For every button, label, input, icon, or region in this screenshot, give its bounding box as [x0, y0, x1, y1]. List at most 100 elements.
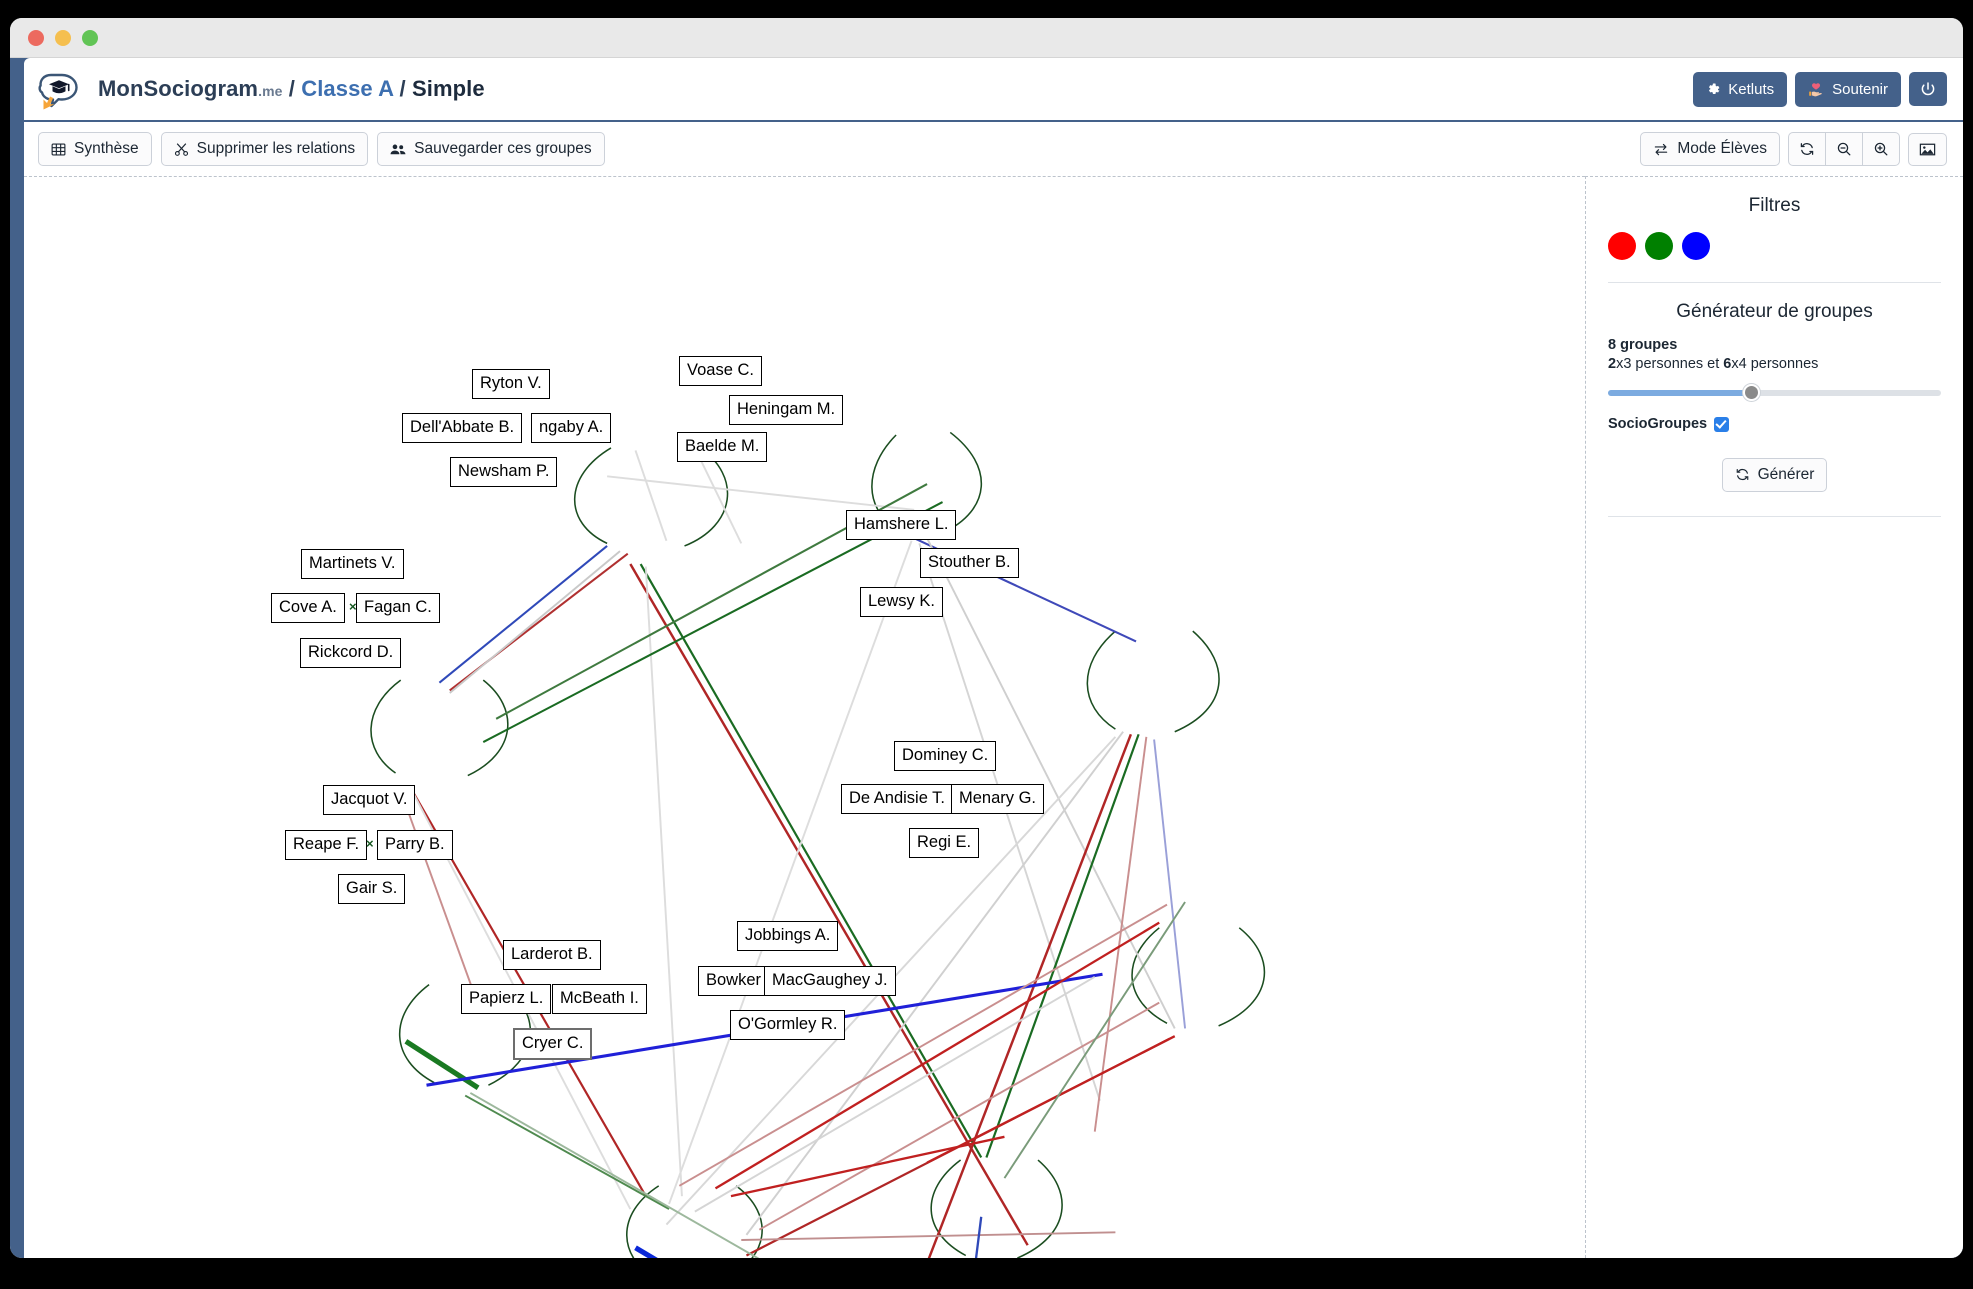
node-baelde-m[interactable]: Baelde M. [677, 432, 768, 462]
breadcrumb-sep-2: / [399, 76, 406, 101]
node-cove-a[interactable]: Cove A. [271, 593, 345, 623]
filter-blue[interactable] [1682, 232, 1710, 260]
sociogram-canvas[interactable]: Ryton V. Dell'Abbate B. ngaby A. Newsham P.… [24, 176, 1585, 1258]
node-ngaby-a[interactable]: ngaby A. [531, 413, 612, 443]
node-parry-b[interactable]: Parry B. [377, 830, 453, 860]
groups-size-slider[interactable] [1608, 382, 1941, 404]
node-papierz-l[interactable]: Papierz L. [461, 984, 552, 1014]
breadcrumb-simple[interactable]: Simple [411, 76, 485, 101]
node-macgaughey-j[interactable]: MacGaughey J. [764, 966, 896, 996]
mode-eleves-button[interactable]: Mode Élèves [1640, 132, 1780, 166]
toolbar-right-group: Mode Élèves [1640, 132, 1947, 166]
close-window-button[interactable] [28, 29, 44, 46]
sociogroupes-label: SocioGroupes [1608, 416, 1708, 432]
gear-icon [1706, 82, 1721, 97]
zoom-in-button[interactable] [1863, 132, 1900, 166]
node-reape-f[interactable]: Reape F. [285, 830, 368, 860]
reset-view-button[interactable] [1788, 132, 1826, 166]
generator-title: Générateur de groupes [1676, 301, 1873, 322]
node-dominey-c[interactable]: Dominey C. [894, 741, 997, 771]
export-image-button[interactable] [1908, 132, 1947, 166]
node-rickcord-d[interactable]: Rickcord D. [300, 638, 402, 668]
synthese-button[interactable]: Synthèse [38, 132, 152, 166]
brand-block[interactable]: MonSociogram.me / Classe A / Simple [38, 66, 485, 112]
node-lewsy-k[interactable]: Lewsy K. [860, 587, 943, 617]
panel-divider-2 [1608, 515, 1941, 517]
sauvegarder-groupes-button[interactable]: Sauvegarder ces groupes [377, 132, 605, 166]
slider-fill [1608, 390, 1752, 396]
breadcrumb-sep-1: / [288, 76, 295, 101]
heart-hand-icon [1808, 82, 1825, 97]
sauvegarder-groupes-label: Sauvegarder ces groupes [414, 140, 592, 158]
brand-name: MonSociogram [98, 76, 259, 101]
synthese-label: Synthèse [74, 140, 139, 158]
sociogram-edges [370, 431, 1266, 1258]
node-newsham-p[interactable]: Newsham P. [450, 457, 558, 487]
groups-composition: 2x3 personnes et 6x4 personnes [1608, 356, 1941, 372]
generer-button[interactable]: Générer [1721, 458, 1828, 492]
breadcrumb-classe[interactable]: Classe A [301, 76, 394, 101]
header-actions: Ketluts Soutenir [1693, 71, 1947, 107]
node-dellabbate-b[interactable]: Dell'Abbate B. [402, 413, 523, 443]
image-icon [1919, 142, 1936, 157]
zoom-in-icon [1873, 141, 1889, 157]
ketluts-button[interactable]: Ketluts [1693, 71, 1788, 107]
zoom-out-icon [1836, 141, 1852, 157]
minimize-window-button[interactable] [55, 29, 71, 46]
node-regi-e[interactable]: Regi E. [909, 828, 980, 858]
node-hamshere-l[interactable]: Hamshere L. [846, 510, 957, 540]
node-martinets-v[interactable]: Martinets V. [301, 549, 404, 579]
app-toolbar: Synthèse Supprimer les relations [24, 120, 1963, 176]
supprimer-relations-label: Supprimer les relations [196, 140, 356, 158]
composition-bold-1: 2 [1608, 356, 1617, 372]
node-cryer-c[interactable]: Cryer C. [513, 1028, 593, 1060]
sociogroupes-checkbox[interactable] [1714, 416, 1730, 432]
node-fagan-c[interactable]: Fagan C. [356, 593, 440, 623]
node-jacquot-v[interactable]: Jacquot V. [323, 785, 416, 815]
mode-eleves-label: Mode Élèves [1677, 140, 1767, 158]
app-body: Ryton V. Dell'Abbate B. ngaby A. Newsham P.… [24, 176, 1963, 1258]
refresh-icon [1799, 141, 1815, 157]
node-heningam-m[interactable]: Heningam M. [729, 395, 844, 425]
zoom-out-button[interactable] [1826, 132, 1863, 166]
zoom-controls-group [1788, 132, 1900, 166]
node-jobbings-a[interactable]: Jobbings A. [737, 921, 839, 951]
users-icon [390, 142, 406, 157]
power-button[interactable] [1909, 72, 1947, 106]
node-ogormley-r[interactable]: O'Gormley R. [730, 1010, 846, 1040]
generate-wrap: Générer [1608, 458, 1941, 492]
filter-swatches [1608, 232, 1941, 260]
filters-panel: Filtres Générateur de groupes 8 groupes … [1585, 176, 1963, 1258]
node-stouther-b[interactable]: Stouther B. [920, 548, 1019, 578]
node-ryton-v[interactable]: Ryton V. [472, 369, 550, 399]
app-frame: MonSociogram.me / Classe A / Simple [10, 58, 1963, 1258]
node-menary-g[interactable]: Menary G. [951, 784, 1045, 814]
page-title: MonSociogram.me / Classe A / Simple [98, 76, 485, 102]
node-bowker[interactable]: Bowker [698, 966, 770, 996]
node-deandisie-t[interactable]: De Andisie T. [841, 784, 954, 814]
node-mcbeath-i[interactable]: McBeath I. [552, 984, 647, 1014]
refresh-icon [1735, 467, 1750, 482]
slider-thumb[interactable] [1743, 384, 1761, 401]
maximize-window-button[interactable] [82, 29, 98, 46]
soutenir-label: Soutenir [1832, 80, 1888, 98]
composition-bold-2: 6 [1723, 356, 1732, 372]
soutenir-button[interactable]: Soutenir [1795, 71, 1901, 107]
sociogroupes-row[interactable]: SocioGroupes [1608, 416, 1941, 432]
conflict-marker-cove-fagan: × [349, 599, 357, 614]
node-gair-s[interactable]: Gair S. [338, 874, 406, 904]
node-voase-c[interactable]: Voase C. [679, 356, 762, 386]
supprimer-relations-button[interactable]: Supprimer les relations [160, 132, 369, 166]
panel-divider-1 [1608, 282, 1941, 283]
power-icon [1920, 81, 1936, 97]
node-larderot-b[interactable]: Larderot B. [503, 940, 601, 970]
app-window: MonSociogram.me / Classe A / Simple [10, 18, 1963, 1258]
filter-green[interactable] [1645, 232, 1673, 260]
scissors-icon [174, 142, 189, 157]
filter-red[interactable] [1608, 232, 1636, 260]
brand-suffix: .me [258, 83, 283, 99]
groups-count-value: 8 groupes [1608, 337, 1678, 353]
composition-mid: x3 personnes et [1616, 356, 1724, 372]
generer-label: Générer [1757, 466, 1815, 483]
